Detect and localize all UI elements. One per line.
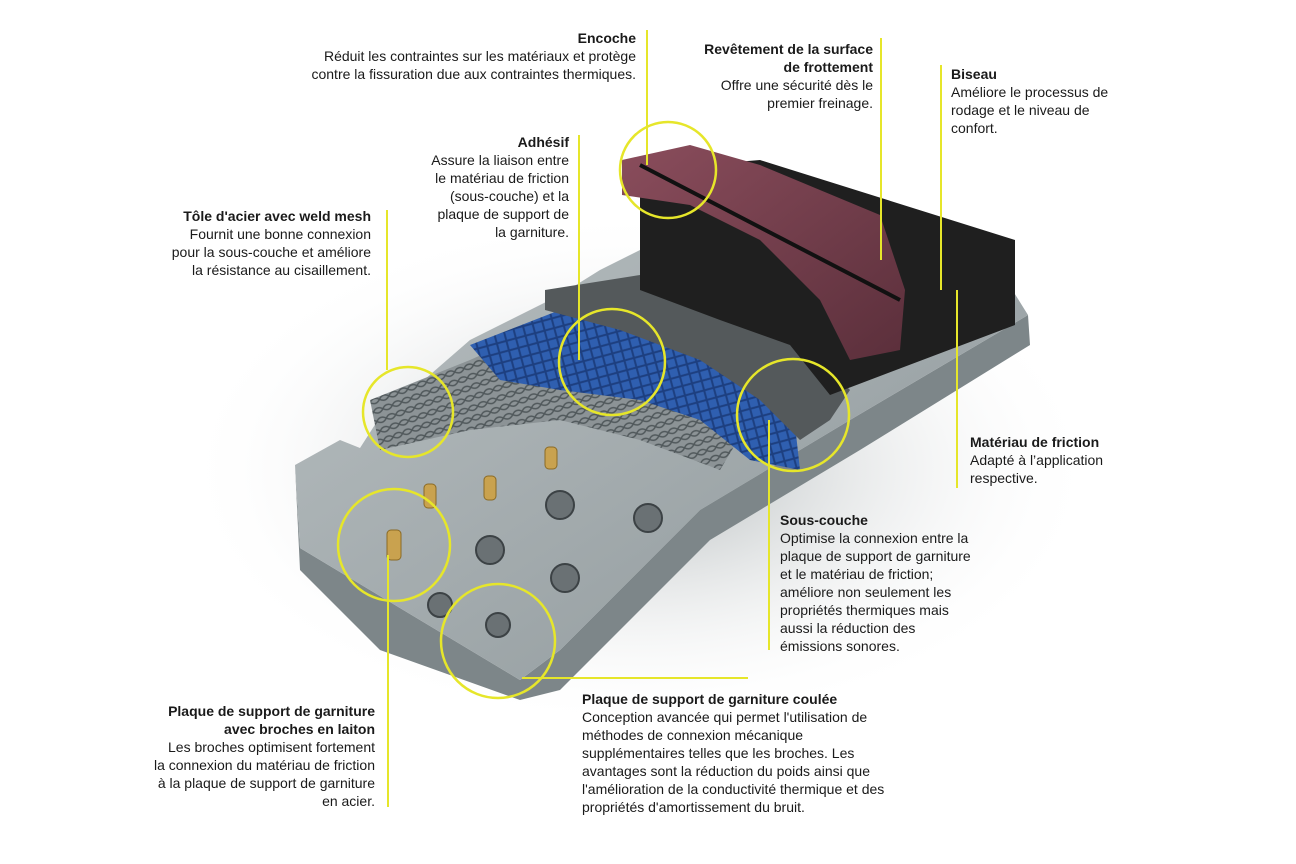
annotation-title: Plaque de support de garniture coulée — [582, 691, 838, 707]
annotation-title: Adhésif — [517, 134, 569, 150]
annotation-title: Tôle d'acier avec weld mesh — [183, 208, 371, 224]
annotation-text: Réduit les contraintes sur les matériaux… — [311, 48, 636, 82]
underlayer — [545, 275, 850, 440]
surface-groove — [639, 163, 901, 302]
brass-pins — [386, 446, 558, 561]
annotation-title: Biseau — [951, 66, 997, 82]
annotation-materiau: Matériau de friction Adapté à l’applicat… — [970, 433, 1103, 487]
leader-lines — [386, 30, 958, 807]
annotation-encoche: Encoche Réduit les contraintes sur les m… — [311, 29, 636, 83]
annotation-text: Fournit une bonne connexion pour la sous… — [171, 226, 371, 278]
annotation-revetement: Revêtement de la surface de frottement O… — [704, 40, 873, 112]
annotation-sous-couche: Sous-couche Optimise la connexion entre … — [780, 511, 971, 655]
annotation-title: Matériau de friction — [970, 434, 1100, 450]
rivets — [427, 490, 663, 638]
annotation-text: Optimise la connexion entre la plaque de… — [780, 530, 971, 654]
callout-coulee — [439, 582, 557, 700]
annotation-tole: Tôle d'acier avec weld mesh Fournit une … — [172, 207, 371, 279]
annotation-text: Offre une sécurité dès le premier freina… — [720, 77, 873, 111]
annotation-title: Sous-couche — [780, 512, 868, 528]
callout-encoche — [618, 120, 718, 220]
callout-laiton — [336, 487, 452, 603]
friction-surface — [622, 145, 905, 360]
callout-circles — [336, 120, 851, 700]
annotation-biseau: Biseau Améliore le processus de rodage e… — [951, 65, 1108, 137]
annotation-text: Assure la liaison entre le matériau de f… — [431, 152, 569, 240]
annotation-title: Plaque de support de garniture avec broc… — [168, 703, 375, 737]
annotation-text: Les broches optimisent fortement la conn… — [153, 739, 375, 809]
callout-adhesif — [557, 307, 667, 417]
annotation-text: Conception avancée qui permet l'utilisat… — [582, 709, 885, 815]
annotation-laiton: Plaque de support de garniture avec broc… — [154, 702, 375, 810]
annotation-text: Améliore le processus de rodage et le ni… — [951, 84, 1109, 136]
annotation-title: Encoche — [577, 30, 636, 46]
annotation-coulee: Plaque de support de garniture coulée Co… — [582, 690, 884, 816]
annotation-adhesif: Adhésif Assure la liaison entre le matér… — [431, 133, 569, 241]
callout-tole — [361, 365, 455, 459]
callout-sous-couche — [735, 357, 851, 473]
annotation-title: Revêtement de la surface de frottement — [704, 41, 873, 75]
annotation-text: Adapté à l’application respective. — [970, 452, 1104, 486]
